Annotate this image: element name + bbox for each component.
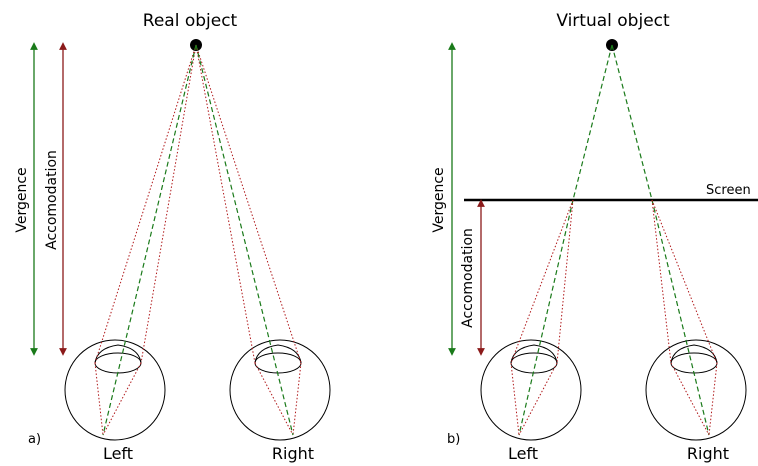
panel-a-right-eye (230, 340, 330, 440)
panel-b-vergence-lines (519, 45, 709, 435)
panel-b-accommodation-label: Accomodation (460, 228, 476, 328)
panel-b-left-eye (481, 340, 581, 440)
panel-a-accommodation-label: Accomodation (44, 150, 60, 250)
panel-a-left-rays (95, 45, 196, 435)
panel-b-left-label: Left (508, 444, 538, 463)
panel-a-right-label: Right (272, 444, 314, 463)
panel-a-vergence-label: Vergence (14, 167, 30, 232)
panel-b-right-rays (652, 200, 717, 435)
panel-a-title: Real object (143, 11, 238, 31)
panel-a-right-rays (196, 45, 301, 435)
panel-a: Real object Vergence Accomodation (14, 11, 330, 463)
panel-b-vergence-label: Vergence (431, 167, 447, 232)
panel-b-right-label: Right (687, 444, 729, 463)
panel-b-right-eye (646, 340, 746, 440)
panel-a-left-eye (65, 340, 165, 440)
screen-label: Screen (706, 183, 751, 198)
panel-b: Virtual object Screen Vergence Accomodat… (431, 11, 758, 463)
panel-b-left-rays (511, 200, 573, 435)
panel-b-title: Virtual object (556, 11, 670, 31)
panel-b-tag: b) (447, 432, 460, 447)
panel-a-left-label: Left (103, 444, 133, 463)
panel-a-tag: a) (28, 432, 41, 447)
